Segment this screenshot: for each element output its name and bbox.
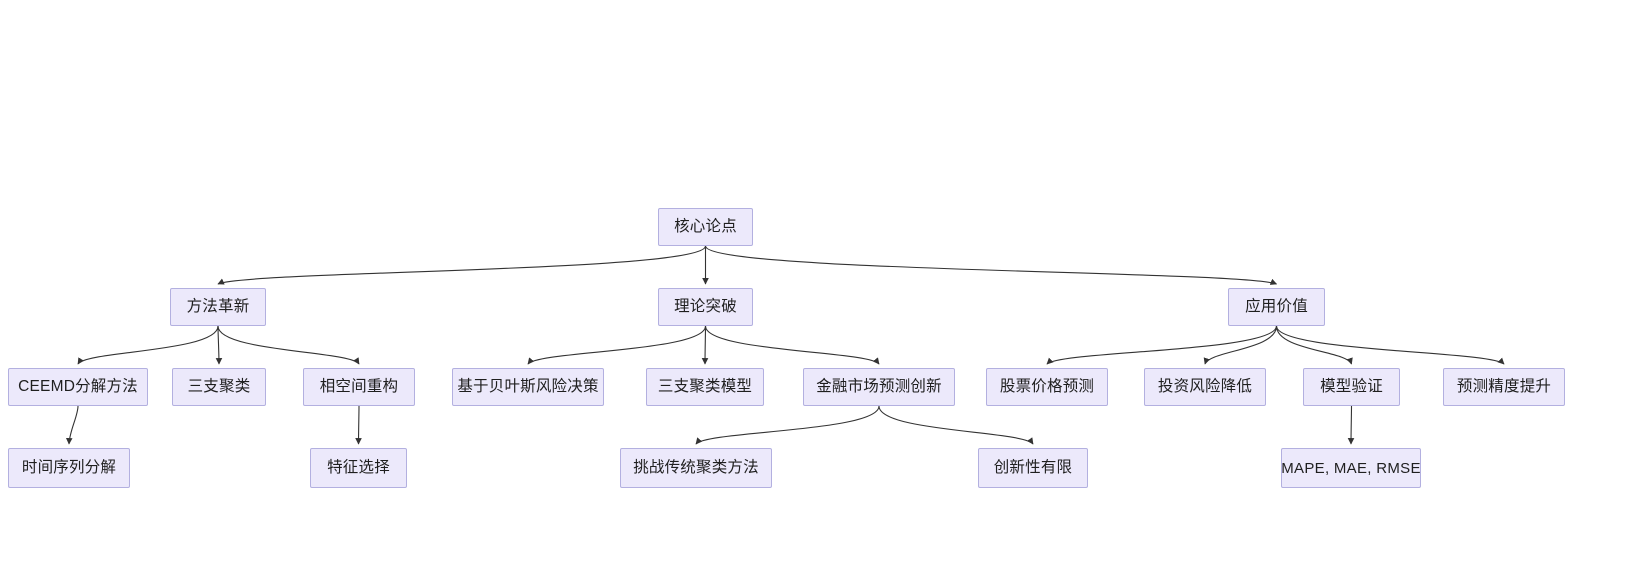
node-c8[interactable]: 投资风险降低 bbox=[1144, 368, 1266, 406]
edge-c1-to-d1 bbox=[65, 405, 79, 445]
node-d4[interactable]: 创新性有限 bbox=[978, 448, 1088, 488]
edge-b2-to-c6 bbox=[704, 325, 880, 365]
edge-b1-to-c2 bbox=[215, 325, 223, 365]
edge-b3-to-c8 bbox=[1203, 325, 1278, 365]
edge-b3-to-c9 bbox=[1275, 325, 1353, 365]
node-b3[interactable]: 应用价值 bbox=[1228, 288, 1325, 326]
edge-c3-to-d2 bbox=[355, 405, 362, 445]
node-c7[interactable]: 股票价格预测 bbox=[986, 368, 1108, 406]
edge-b3-to-c10 bbox=[1275, 325, 1505, 365]
edge-b2-to-c4 bbox=[527, 325, 707, 365]
node-d1[interactable]: 时间序列分解 bbox=[8, 448, 130, 488]
edge-b1-to-c1 bbox=[77, 325, 219, 365]
edge-root-to-b3 bbox=[704, 245, 1278, 285]
node-c5[interactable]: 三支聚类模型 bbox=[646, 368, 764, 406]
edge-b1-to-c3 bbox=[217, 325, 360, 365]
edge-c9-to-d5 bbox=[1347, 405, 1355, 445]
node-c3[interactable]: 相空间重构 bbox=[303, 368, 415, 406]
edge-b2-to-c5 bbox=[701, 325, 709, 365]
node-c10[interactable]: 预测精度提升 bbox=[1443, 368, 1565, 406]
edge-group bbox=[65, 245, 1505, 445]
node-c4[interactable]: 基于贝叶斯风险决策 bbox=[452, 368, 604, 406]
node-root[interactable]: 核心论点 bbox=[658, 208, 753, 246]
node-b2[interactable]: 理论突破 bbox=[658, 288, 753, 326]
node-c6[interactable]: 金融市场预测创新 bbox=[803, 368, 955, 406]
edge-c6-to-d3 bbox=[695, 405, 880, 445]
node-d2[interactable]: 特征选择 bbox=[310, 448, 407, 488]
node-d5[interactable]: MAPE, MAE, RMSE bbox=[1281, 448, 1421, 488]
node-c9[interactable]: 模型验证 bbox=[1303, 368, 1400, 406]
edge-root-to-b1 bbox=[217, 245, 707, 285]
node-d3[interactable]: 挑战传统聚类方法 bbox=[620, 448, 772, 488]
edge-b3-to-c7 bbox=[1046, 325, 1278, 365]
node-c1[interactable]: CEEMD分解方法 bbox=[8, 368, 148, 406]
node-c2[interactable]: 三支聚类 bbox=[172, 368, 266, 406]
node-b1[interactable]: 方法革新 bbox=[170, 288, 266, 326]
edge-c6-to-d4 bbox=[878, 405, 1034, 445]
